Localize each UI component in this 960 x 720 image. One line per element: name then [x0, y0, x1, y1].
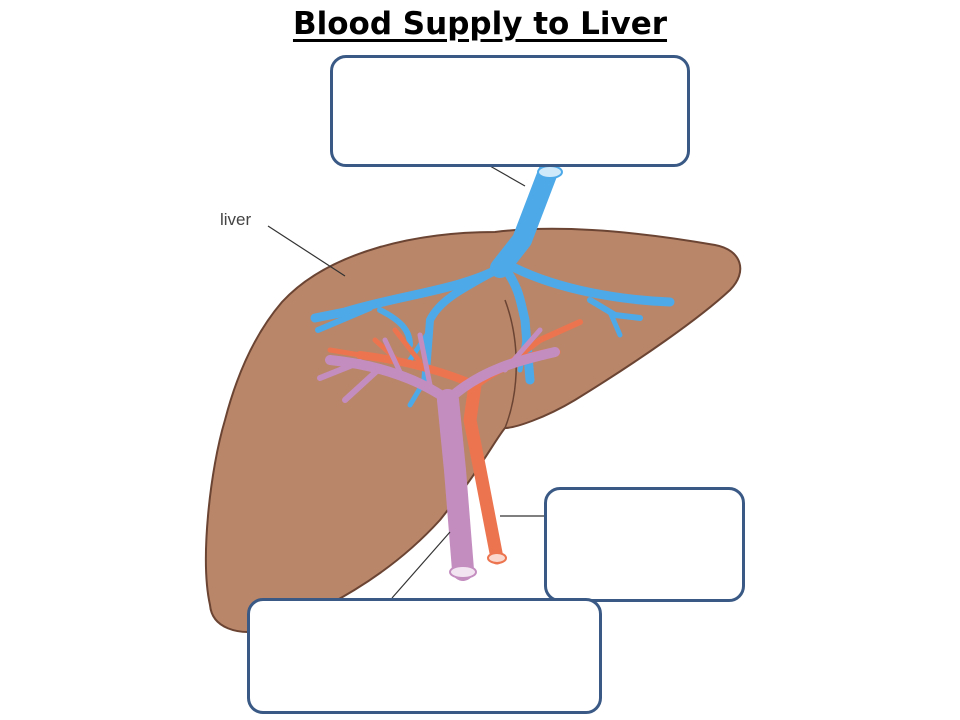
hepatic-portal-vein [317, 327, 560, 581]
page-title: Blood Supply to Liver [292, 6, 668, 42]
answer-box-right[interactable] [544, 487, 745, 602]
hepatic-portal-vein-opening [449, 565, 477, 579]
leader-line-bottom [391, 531, 451, 599]
leader-line-liver [267, 225, 346, 277]
hepatic-artery-opening [487, 552, 507, 564]
hepatic-vein [310, 162, 675, 408]
hepatic-vein-opening [537, 165, 563, 179]
answer-box-bottom[interactable] [247, 598, 602, 714]
leader-line-top [489, 165, 526, 187]
liver-label: liver [220, 210, 252, 229]
answer-box-top[interactable] [330, 55, 690, 167]
